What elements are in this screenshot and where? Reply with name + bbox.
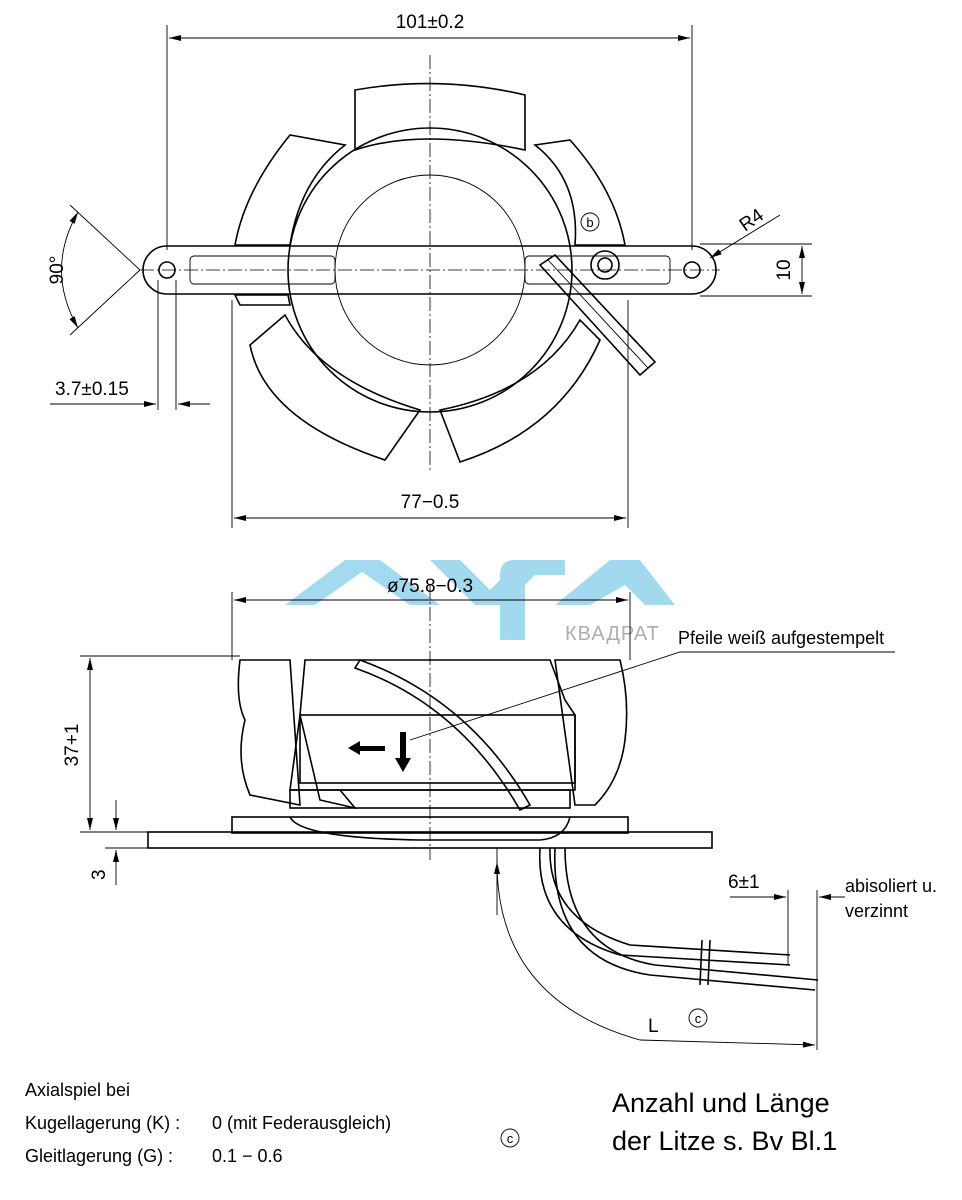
mount-hole <box>158 261 176 279</box>
svg-text:c: c <box>695 1011 702 1026</box>
dim-width: 101±0.2 <box>396 12 465 33</box>
side-view: ø75.8−0.3 Pfeile weiß aufgestempelt 37+1… <box>62 576 937 1050</box>
dim-height: 37+1 <box>62 724 83 767</box>
svg-text:Kugellagerung (K) :: Kugellagerung (K) : <box>25 1113 180 1133</box>
svg-text:0.1 − 0.6: 0.1 − 0.6 <box>212 1146 283 1166</box>
fan-housing <box>289 659 576 791</box>
strip-note: abisoliert u. <box>845 876 937 896</box>
mount-hole <box>683 261 701 279</box>
dim-bracket-height: 10 <box>774 259 795 280</box>
dim-hole: 3.7±0.15 <box>55 379 129 400</box>
marker-c <box>500 1128 520 1148</box>
svg-text:0 (mit Federausgleich): 0 (mit Federausgleich) <box>212 1113 391 1133</box>
marker-b <box>580 212 600 232</box>
upper-plate <box>231 816 629 834</box>
fan-frame <box>287 127 573 413</box>
dim-length: L <box>648 1016 659 1037</box>
dim-angle: 90° <box>47 256 68 285</box>
marker-c <box>688 1008 708 1028</box>
arrow-note: Pfeile weiß aufgestempelt <box>678 628 884 648</box>
watermark: КВАДРАТ <box>285 560 675 645</box>
wire-note: Anzahl und Länge <box>612 1088 830 1118</box>
dim-strip: 6±1 <box>728 872 760 893</box>
label-band <box>299 714 576 784</box>
svg-text:b: b <box>586 215 593 230</box>
fan-blade <box>249 313 422 461</box>
dim-diameter: ø75.8−0.3 <box>387 576 473 597</box>
fan-blade <box>354 82 526 152</box>
dim-radius: R4 <box>736 205 768 236</box>
fan-blade <box>234 134 347 246</box>
top-view: b 101±0.2 77−0.5 3.7±0.15 90° R4 10 <box>47 12 812 528</box>
base-plate <box>147 831 713 849</box>
svg-text:der Litze s. Bv Bl.1: der Litze s. Bv Bl.1 <box>612 1126 837 1156</box>
svg-text:Gleitlagerung (G) :: Gleitlagerung (G) : <box>25 1146 173 1166</box>
svg-text:verzinnt: verzinnt <box>845 901 908 921</box>
svg-text:c: c <box>507 1131 514 1146</box>
fan-blade <box>438 318 601 463</box>
direction-arrow-icon <box>395 732 411 772</box>
dim-plate: 3 <box>89 869 110 880</box>
direction-arrow-icon <box>348 741 385 755</box>
svg-text:КВАДРАТ: КВАДРАТ <box>565 623 660 645</box>
fan-blade <box>237 659 301 806</box>
fan-blade <box>554 659 628 806</box>
fan-blade <box>533 139 626 246</box>
axial-title: Axialspiel bei <box>25 1080 130 1100</box>
dim-body-width: 77−0.5 <box>401 492 460 513</box>
notes: Axialspiel bei Kugellagerung (K) : 0 (mi… <box>25 1080 837 1166</box>
